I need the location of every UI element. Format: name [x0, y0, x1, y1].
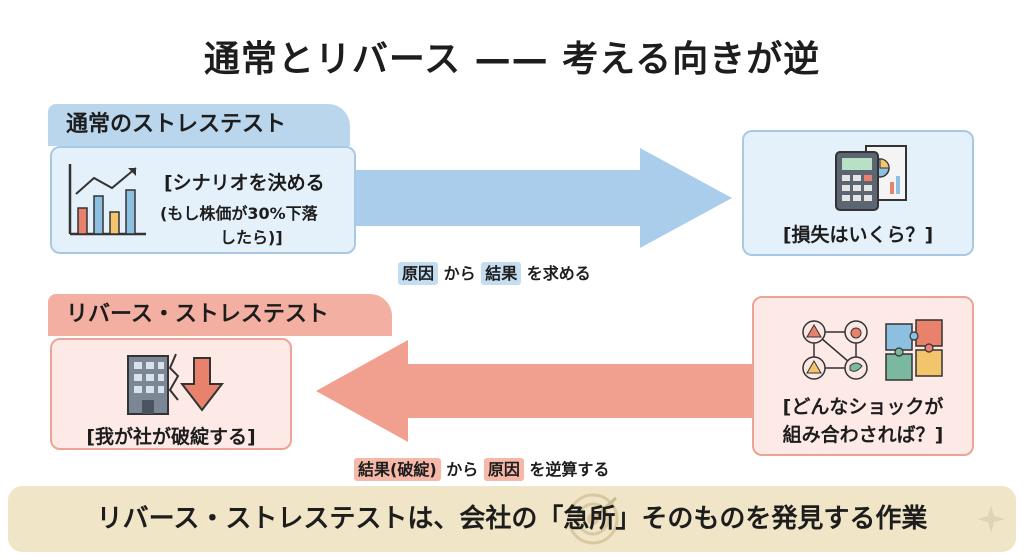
chart-icon — [68, 164, 146, 236]
bankruptcy-text: [我が社が破綻する] — [86, 426, 256, 448]
normal-section-tab: 通常のストレステスト — [48, 104, 350, 146]
puzzle-icon — [885, 319, 943, 381]
summary-banner: リバース・ストレステストは、会社の「急所」そのものを発見する作業 — [8, 486, 1016, 552]
scenario-line-1: [シナリオを決める — [164, 172, 325, 194]
loss-question: [損失はいくら？] — [782, 224, 934, 246]
normal-arrow — [340, 148, 732, 248]
reverse-section-tab: リバース・ストレステスト — [48, 294, 392, 336]
scenario-line-2: (もし株価が30%下落 — [160, 204, 318, 223]
risk-network-icon — [802, 320, 868, 380]
flow-from-label: から — [443, 264, 476, 283]
diagram-title: 通常とリバース —— 考える向きが逆 — [203, 39, 821, 80]
shock-box: [どんなショックが 組み合わされば？] — [752, 296, 974, 456]
loss-box: [損失はいくら？] — [742, 130, 974, 256]
normal-flow-caption: 原因 から 結果 を求める — [398, 260, 591, 285]
flow-result-bankruptcy-label: 結果(破綻) — [354, 458, 441, 481]
reverse-flow-caption: 結果(破綻) から 原因 を逆算する — [354, 456, 610, 481]
flow-cause-label-2: 原因 — [483, 458, 524, 481]
building-down-icon — [127, 353, 225, 415]
shock-line-2: 組み合わされば？] — [782, 424, 944, 446]
flow-result-label: 結果 — [481, 262, 522, 285]
summary-text: リバース・ストレステストは、会社の「急所」そのものを発見する作業 — [96, 504, 928, 534]
flow-cause-label: 原因 — [398, 262, 439, 285]
sparkle-icon — [977, 505, 1005, 533]
bankruptcy-box: [我が社が破綻する] — [50, 338, 292, 450]
flow-backcalc-label: を逆算する — [529, 460, 610, 479]
scenario-box: [シナリオを決める (もし株価が30%下落 したら)] — [50, 146, 356, 254]
flow-seek-label: を求める — [526, 264, 591, 283]
target-icon — [567, 493, 619, 545]
flow-from-label-2: から — [446, 460, 479, 479]
shock-line-1: [どんなショックが — [782, 396, 944, 418]
calculator-icon — [835, 145, 907, 211]
reverse-arrow — [316, 340, 758, 442]
scenario-line-3: したら)] — [220, 228, 283, 247]
